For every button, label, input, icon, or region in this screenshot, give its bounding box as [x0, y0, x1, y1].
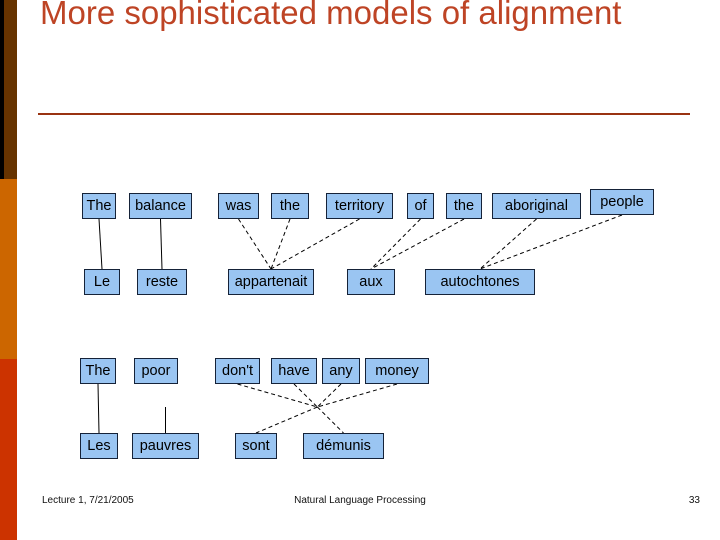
english-word-box: balance — [129, 193, 192, 219]
alignment-edge-solid — [160, 218, 163, 270]
french-word-box: pauvres — [132, 433, 199, 459]
footer-course-name: Natural Language Processing — [294, 495, 426, 506]
english-word-box: The — [80, 358, 116, 384]
alignment-edge-dashed — [293, 383, 318, 408]
french-word-box: Le — [84, 269, 120, 295]
english-word-box: aboriginal — [492, 193, 581, 219]
french-word-box: reste — [137, 269, 187, 295]
french-word-box: aux — [347, 269, 395, 295]
slide-title: More sophisticated models of alignment — [40, 0, 622, 31]
english-word-box: money — [365, 358, 429, 384]
french-word-box: démunis — [303, 433, 384, 459]
french-word-box: appartenait — [228, 269, 314, 295]
alignment-edge-dashed — [237, 383, 318, 408]
english-word-box: territory — [326, 193, 393, 219]
footer: Lecture 1, 7/21/2005 Natural Language Pr… — [0, 495, 720, 511]
alignment-edge-dashed — [317, 406, 344, 434]
english-word-box: of — [407, 193, 434, 219]
english-word-box: The — [82, 193, 116, 219]
footer-page-number: 33 — [688, 495, 700, 506]
french-word-box: autochtones — [425, 269, 535, 295]
alignment-edge-dashed — [270, 218, 291, 270]
english-word-box: have — [271, 358, 317, 384]
alignment-edge-solid — [97, 383, 100, 434]
alignment-edge-dashed — [479, 218, 537, 270]
french-word-box: Les — [80, 433, 118, 459]
english-word-box: the — [446, 193, 482, 219]
english-word-box: poor — [134, 358, 178, 384]
alignment-edge-dashed — [479, 214, 623, 270]
english-word-box: any — [322, 358, 360, 384]
english-word-box: don't — [215, 358, 260, 384]
alignment-edge-dashed — [317, 383, 342, 408]
alignment-edge-dashed — [255, 406, 318, 434]
sidebar-segment-red — [0, 359, 17, 540]
sidebar-segment-brown — [0, 0, 17, 179]
alignment-edge-dashed — [370, 218, 465, 270]
english-word-box: was — [218, 193, 259, 219]
french-word-box: sont — [235, 433, 277, 459]
english-word-box: people — [590, 189, 654, 215]
english-word-box: the — [271, 193, 309, 219]
alignment-edge-dashed — [238, 218, 272, 270]
alignment-edge-dashed — [317, 383, 398, 408]
sidebar-segment-orange — [0, 179, 17, 359]
alignment-edge-solid — [98, 218, 103, 270]
title-underline — [38, 113, 690, 115]
footer-lecture-info: Lecture 1, 7/21/2005 — [42, 495, 134, 506]
alignment-edge-dashed — [370, 218, 421, 270]
alignment-edge-dashed — [270, 218, 360, 270]
